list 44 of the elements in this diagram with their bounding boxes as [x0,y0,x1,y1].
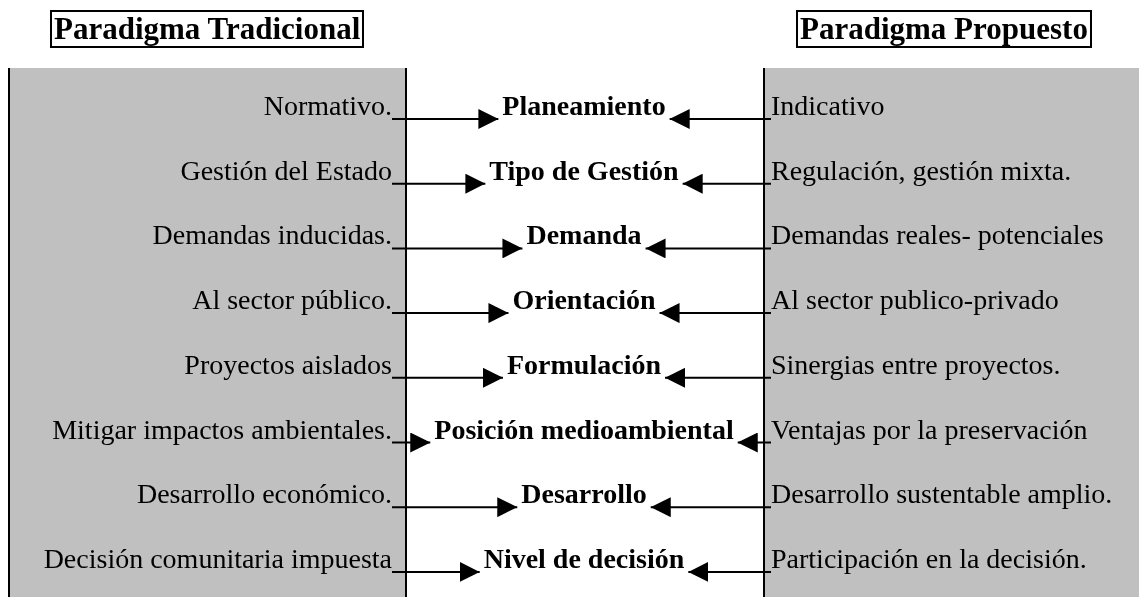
arrow [687,561,772,582]
concept-label: Orientación [512,284,656,317]
arrow [649,497,772,518]
text-label: Regulación, gestión mixta. [771,154,1072,187]
text-label: Demandas inducidas. [152,219,392,252]
arrow [391,173,487,194]
text-label: Desarrollo sustentable amplio. [771,478,1113,511]
text-label: Decisión comunitaria impuesta [43,542,392,575]
text-label: Sinergias entre proyectos. [771,348,1061,381]
text-label: Proyectos aislados [184,348,392,381]
arrow [391,109,500,129]
concept-label: Nivel de decisión [483,542,685,575]
heading-box: Paradigma Propuesto [796,10,1092,48]
arrow [658,303,772,324]
text-label: Gestión del Estado [180,154,392,187]
arrow [664,367,772,388]
arrow [391,303,510,324]
concept-label: Demanda [526,219,642,252]
text-label: Al sector publico-privado [771,284,1059,317]
concept-label: Desarrollo [521,478,647,511]
text-label: Desarrollo económico. [136,478,392,511]
text-label: Demandas reales- potenciales [771,219,1104,252]
arrow [391,497,519,518]
text-label: Participación en la decisión. [771,542,1087,575]
concept-label: Posición medioambiental [434,413,734,446]
arrow [391,432,432,453]
concept-label: Tipo de Gestión [489,154,679,187]
arrow [391,561,481,582]
concept-label: Formulación [507,348,661,381]
arrow [644,238,772,259]
arrow [391,367,504,388]
text-label: Ventajas por la preservación [771,413,1088,446]
panel-background [8,68,407,597]
arrow [391,238,524,259]
arrow [736,432,772,453]
heading-box: Paradigma Tradicional [50,10,365,48]
text-label: Indicativo [771,90,885,122]
text-label: Al sector público. [192,284,392,317]
text-label: Normativo. [263,90,392,122]
text-label: Mitigar impactos ambientales. [52,413,392,446]
arrow [681,173,772,194]
arrow [668,109,772,129]
concept-label: Planeamiento [502,90,666,122]
panel-background [763,68,1139,597]
